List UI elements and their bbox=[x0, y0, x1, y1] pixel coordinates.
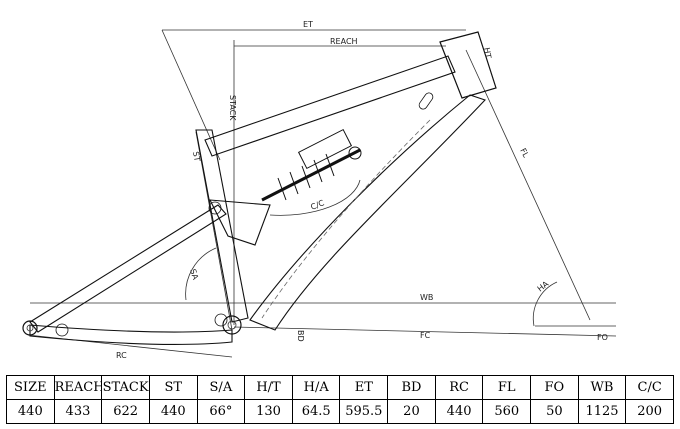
value-sa: 66° bbox=[196, 399, 246, 424]
seat-tube bbox=[195, 129, 249, 323]
value-ht: 130 bbox=[244, 399, 293, 424]
label-sa: SA bbox=[188, 268, 200, 281]
header-rc: RC bbox=[434, 375, 484, 400]
value-fl: 560 bbox=[482, 399, 532, 424]
label-rc: RC bbox=[116, 351, 127, 360]
value-stack: 622 bbox=[101, 399, 150, 424]
value-reach: 433 bbox=[53, 399, 103, 424]
label-bd: BD bbox=[296, 330, 305, 342]
lower-pivot bbox=[214, 313, 228, 327]
geometry-table: SIZE REACH STACK ST S/A H/T H/A ET BD RC… bbox=[6, 375, 674, 424]
cable-port bbox=[418, 92, 434, 110]
value-et: 595.5 bbox=[339, 399, 389, 424]
label-fo: FO bbox=[597, 333, 608, 342]
header-sa: S/A bbox=[196, 375, 246, 400]
header-ha: H/A bbox=[291, 375, 341, 400]
table-row: 440 433 622 440 66° 130 64.5 595.5 20 44… bbox=[6, 399, 674, 424]
seat-stay bbox=[29, 204, 227, 333]
down-tube bbox=[249, 94, 486, 331]
fc-dimension-line bbox=[233, 326, 617, 337]
header-bd: BD bbox=[387, 375, 436, 400]
cc-arc bbox=[269, 179, 361, 216]
rear-shock bbox=[261, 128, 362, 202]
label-et: ET bbox=[303, 20, 313, 29]
head-tube bbox=[439, 31, 497, 99]
value-ha: 64.5 bbox=[291, 399, 341, 424]
value-cc: 200 bbox=[625, 399, 674, 424]
header-reach: REACH bbox=[53, 375, 103, 400]
table-header-row: SIZE REACH STACK ST S/A H/T H/A ET BD RC… bbox=[6, 375, 674, 400]
et-left-extension bbox=[161, 29, 221, 161]
header-fl: FL bbox=[482, 375, 532, 400]
label-ha: HA bbox=[536, 279, 551, 293]
header-stack: STACK bbox=[101, 375, 150, 400]
header-st: ST bbox=[148, 375, 198, 400]
value-st: 440 bbox=[148, 399, 198, 424]
label-reach: REACH bbox=[330, 37, 358, 46]
fl-dimension-line bbox=[465, 49, 591, 321]
rear-axle bbox=[22, 320, 38, 336]
top-tube bbox=[204, 55, 456, 157]
header-ht: H/T bbox=[244, 375, 293, 400]
rocker-pivot bbox=[208, 201, 222, 215]
bottom-bracket bbox=[222, 315, 242, 335]
value-fo: 50 bbox=[530, 399, 579, 424]
value-size: 440 bbox=[6, 399, 55, 424]
header-et: ET bbox=[339, 375, 389, 400]
label-fl: FL bbox=[518, 147, 530, 160]
label-stack: STACK bbox=[228, 95, 237, 121]
header-cc: C/C bbox=[625, 375, 674, 400]
rocker-link bbox=[209, 199, 271, 246]
seat-tube-axis bbox=[195, 131, 233, 331]
label-cc: C/C bbox=[309, 198, 326, 212]
header-size: SIZE bbox=[6, 375, 55, 400]
value-rc: 440 bbox=[434, 399, 484, 424]
seat-angle-arc bbox=[185, 247, 217, 301]
value-wb: 1125 bbox=[577, 399, 627, 424]
label-ht: HT bbox=[482, 47, 493, 59]
header-wb: WB bbox=[577, 375, 627, 400]
head-angle-arc bbox=[532, 281, 558, 327]
label-wb: WB bbox=[420, 293, 433, 302]
chain-stay bbox=[29, 324, 233, 346]
header-fo: FO bbox=[530, 375, 579, 400]
label-st: ST bbox=[191, 151, 202, 162]
bike-frame-drawing: ET REACH STACK HT ST FL C/C SA HA WB BD … bbox=[22, 20, 617, 360]
label-fc: FC bbox=[420, 331, 431, 340]
linkage-pivot bbox=[55, 323, 69, 337]
value-bd: 20 bbox=[387, 399, 436, 424]
